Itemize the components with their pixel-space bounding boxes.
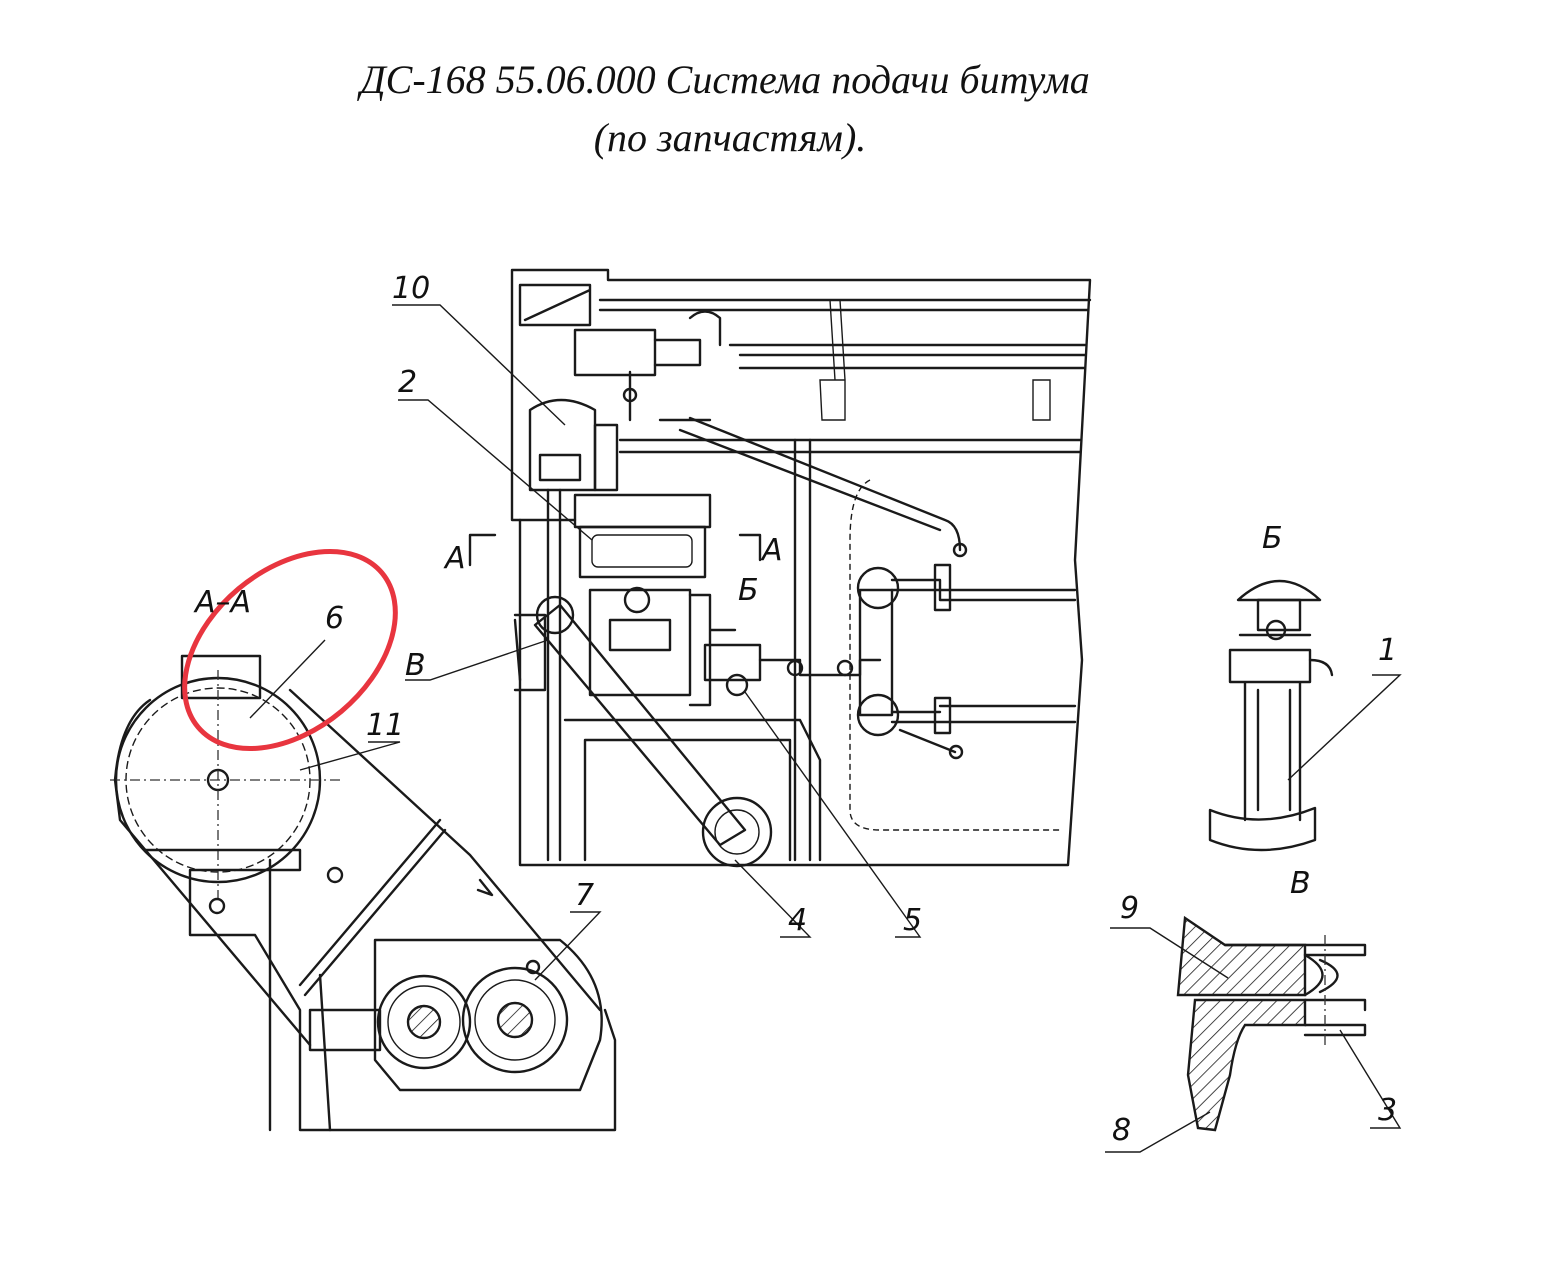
callout-4: 4 bbox=[788, 903, 807, 938]
leader-lines bbox=[249, 304, 1402, 1153]
callout-10: 10 bbox=[392, 271, 430, 306]
callout-6: 6 bbox=[325, 601, 344, 636]
main-plan-view bbox=[468, 268, 1092, 868]
section-aa-label: А–А bbox=[193, 585, 251, 620]
drawing-subtitle: (по запчастям). bbox=[593, 115, 867, 160]
view-v-label: В bbox=[1290, 866, 1311, 901]
view-b bbox=[1208, 579, 1334, 852]
cut-a-right-label: А bbox=[760, 533, 783, 568]
callout-3: 3 bbox=[1378, 1093, 1397, 1128]
cut-a-left-label: А bbox=[443, 541, 466, 576]
highlight-ellipse bbox=[182, 548, 398, 752]
pointer-v-label: В bbox=[405, 648, 426, 683]
callout-7: 7 bbox=[575, 878, 594, 913]
section-aa-view bbox=[110, 654, 617, 1132]
view-v bbox=[1176, 915, 1367, 1132]
drawing-title: ДС-168 55.06.000 Система подачи битума bbox=[360, 57, 1090, 102]
callout-1: 1 bbox=[1378, 633, 1397, 668]
callout-9: 9 bbox=[1120, 891, 1139, 926]
callout-2: 2 bbox=[398, 365, 417, 400]
callout-5: 5 bbox=[903, 903, 922, 938]
arrow-b-label: Б bbox=[738, 573, 759, 608]
view-b-label: Б bbox=[1262, 521, 1283, 556]
callout-11: 11 bbox=[366, 708, 404, 743]
callout-8: 8 bbox=[1112, 1113, 1131, 1148]
